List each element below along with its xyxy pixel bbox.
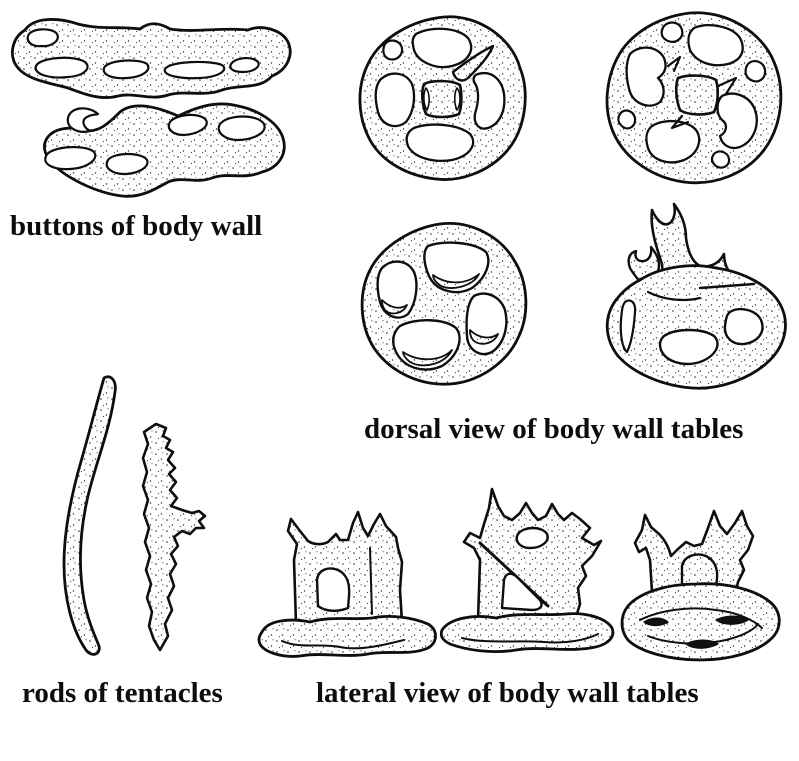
dorsal-table-1-drawing <box>358 15 527 181</box>
dorsal-table-3-drawing <box>360 221 528 386</box>
rods-of-tentacles-drawing <box>62 375 207 656</box>
dorsal-table-4-drawing <box>605 202 787 390</box>
dorsal-table-2-drawing <box>605 11 783 185</box>
lateral-table-1-drawing <box>257 510 437 658</box>
buttons-of-body-wall-drawing <box>10 18 292 198</box>
lateral-table-2-drawing <box>439 487 615 653</box>
caption-rods-of-tentacles: rods of tentacles <box>22 677 223 709</box>
caption-buttons-of-body-wall: buttons of body wall <box>10 210 263 242</box>
lateral-table-3-drawing <box>620 509 781 662</box>
caption-lateral-view-of-body-wall-tables: lateral view of body wall tables <box>316 677 699 709</box>
caption-dorsal-view-of-body-wall-tables: dorsal view of body wall tables <box>364 413 744 445</box>
